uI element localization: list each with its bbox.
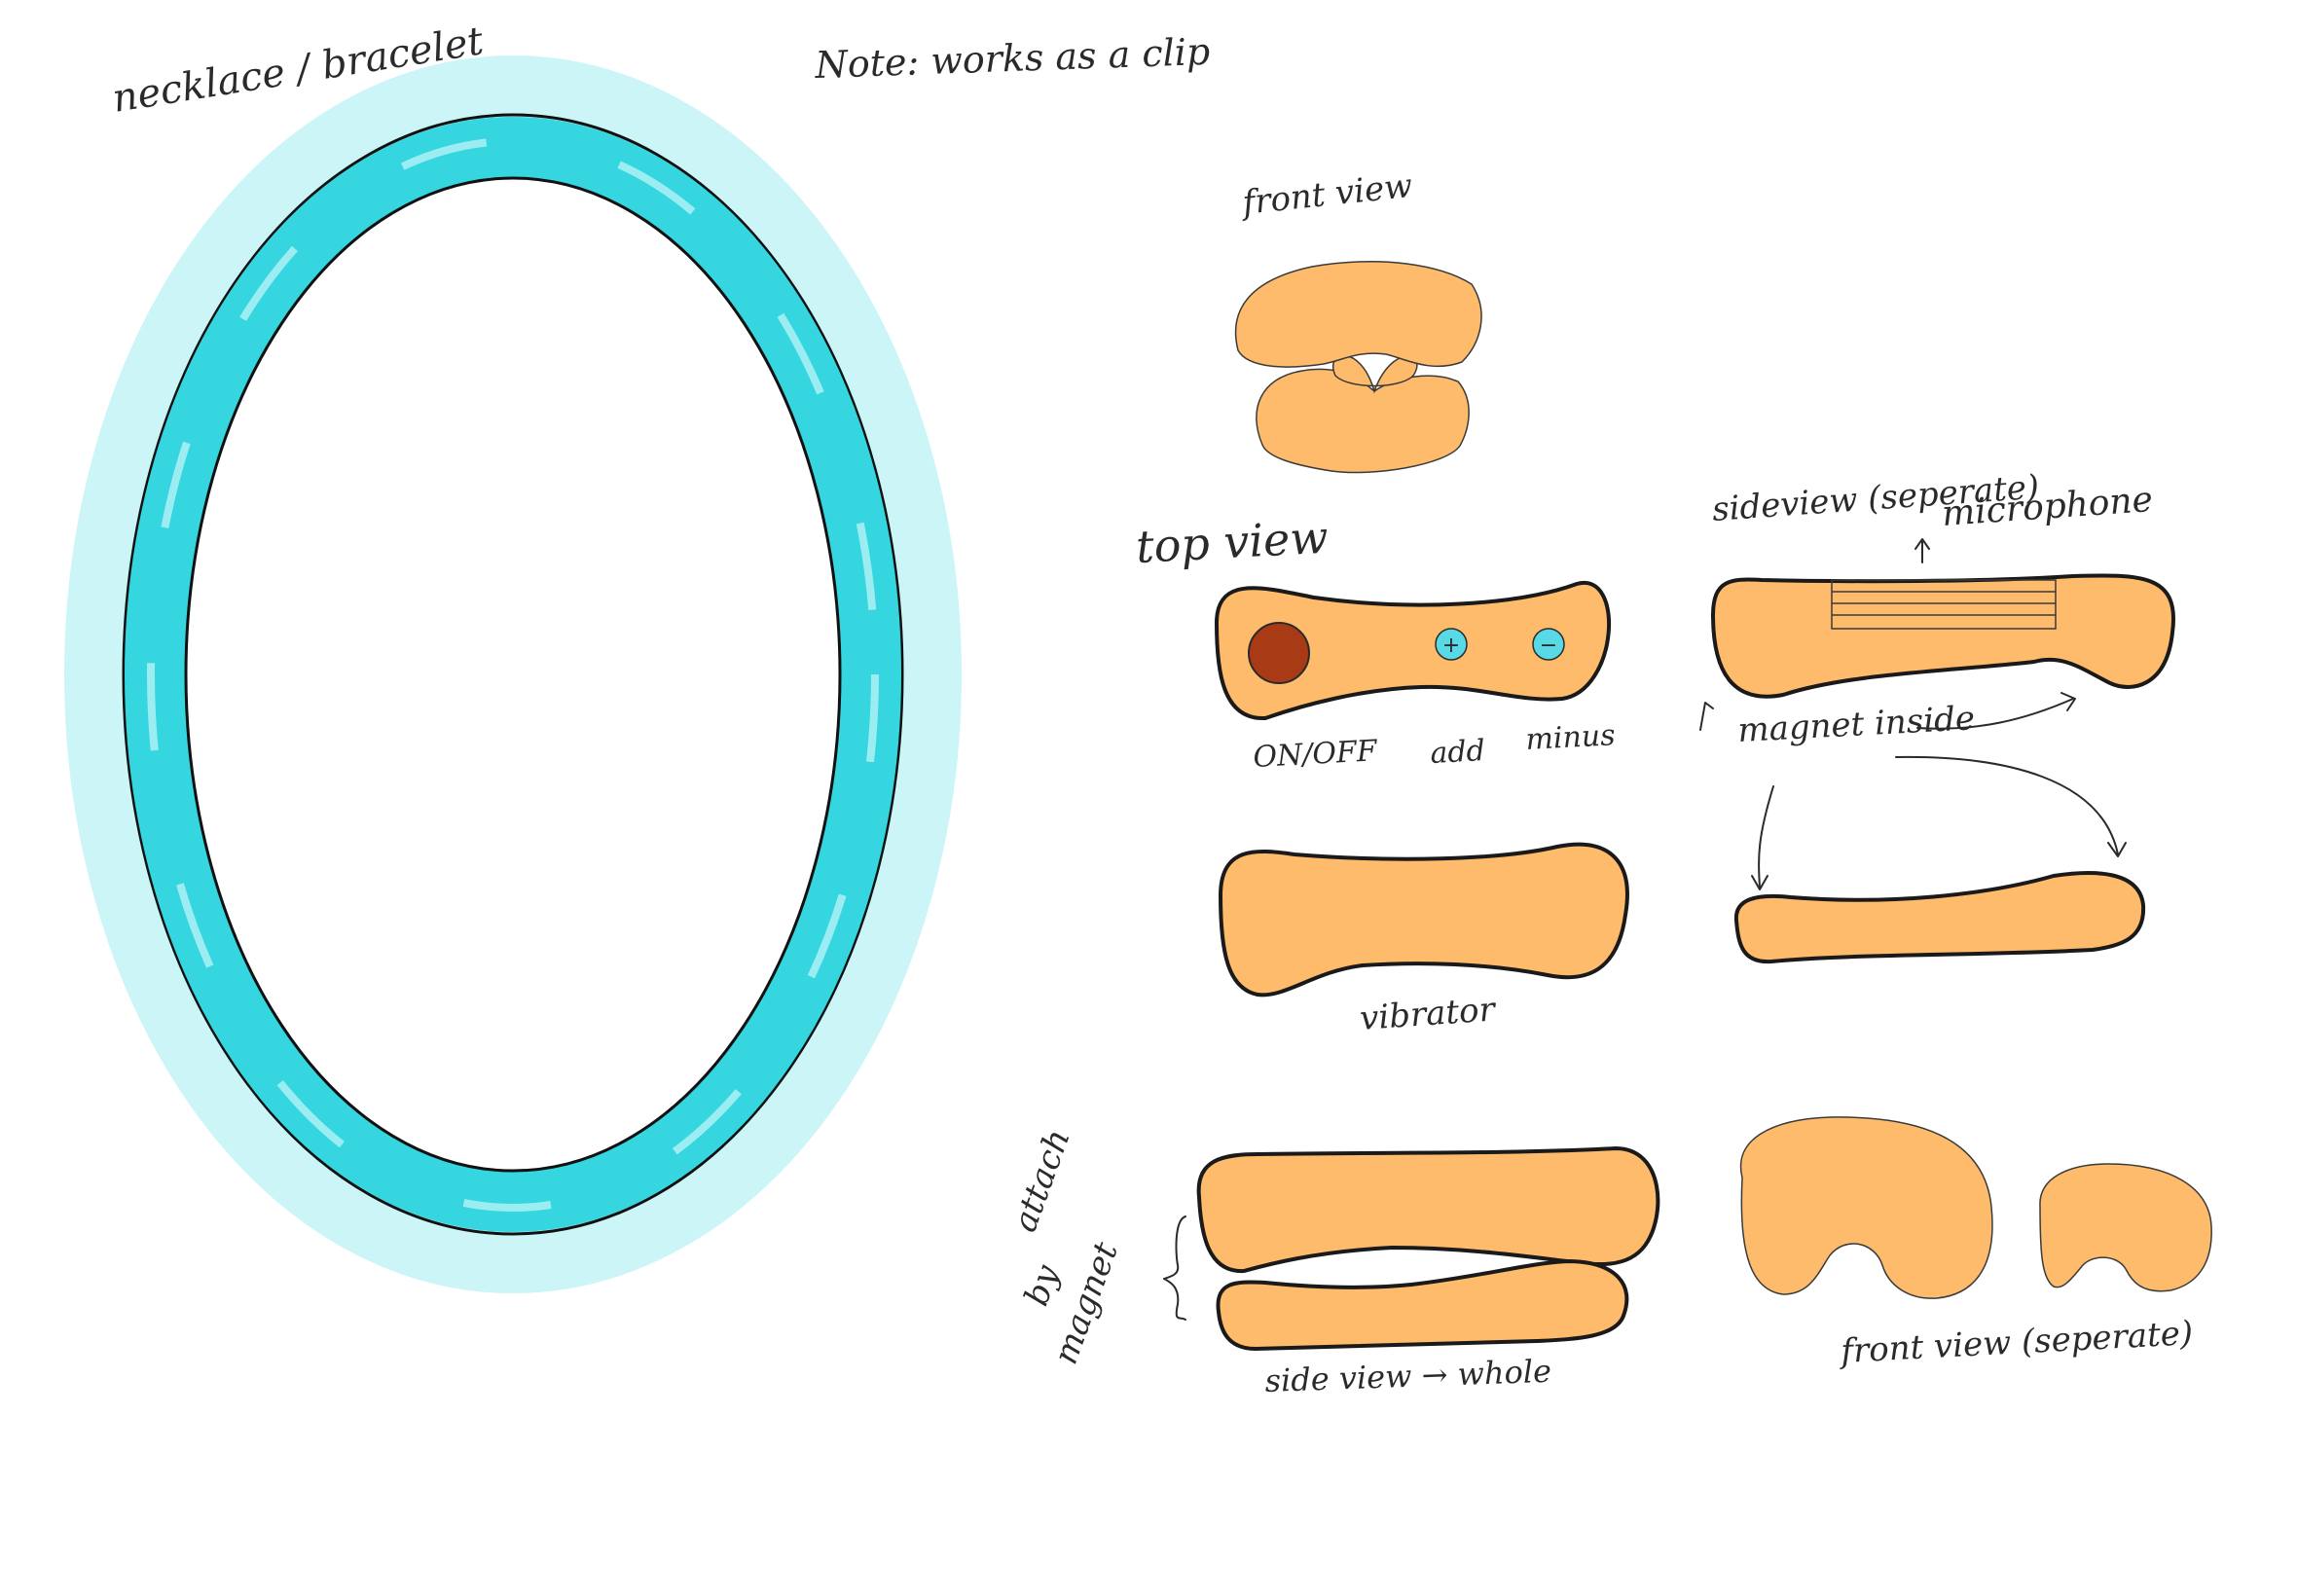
magnet-inside-label: magnet inside xyxy=(1736,699,1976,750)
minus-button-icon[interactable] xyxy=(1532,628,1565,661)
front-separate-large-shape xyxy=(1739,1116,1993,1299)
magnet-arrows xyxy=(1699,692,2127,890)
add-button-icon[interactable] xyxy=(1435,628,1468,661)
necklace-ring xyxy=(64,55,962,1293)
svg-text:magnet: magnet xyxy=(1046,1237,1126,1369)
minus-button-symbol: − xyxy=(1540,634,1557,658)
front-view-label: front view xyxy=(1238,166,1414,223)
minus-label: minus xyxy=(1525,718,1617,757)
attach-brace xyxy=(1163,1215,1186,1321)
add-button-symbol: + xyxy=(1442,634,1460,658)
top-view-label: top view xyxy=(1135,511,1330,573)
sideview-top-shape xyxy=(1711,573,2175,699)
vibrator-label: vibrator xyxy=(1359,990,1498,1038)
attach-label: attach by magnet xyxy=(1005,1124,1126,1369)
whole-bottom-shape xyxy=(1216,1259,1629,1351)
top-view-shape xyxy=(1215,580,1612,721)
side-view-whole-label: side view → whole xyxy=(1264,1353,1552,1399)
front-view-separate-label: front view (seperate) xyxy=(1837,1314,2194,1371)
sideview-bottom-shape xyxy=(1733,871,2146,964)
add-label: add xyxy=(1430,734,1486,771)
svg-text:by: by xyxy=(1017,1259,1068,1311)
microphone-arrow xyxy=(1914,538,1930,563)
front-separate-small-shape xyxy=(2039,1163,2212,1292)
on-off-label: ON/OFF xyxy=(1253,734,1379,775)
microphone-grille xyxy=(1831,579,2057,630)
vibrator-shape xyxy=(1219,842,1629,998)
svg-text:attach: attach xyxy=(1005,1124,1078,1237)
front-view-shape xyxy=(1234,261,1482,474)
note-label: Note: works as a clip xyxy=(814,30,1211,87)
power-button-icon[interactable] xyxy=(1248,622,1310,684)
whole-top-shape xyxy=(1196,1146,1660,1274)
